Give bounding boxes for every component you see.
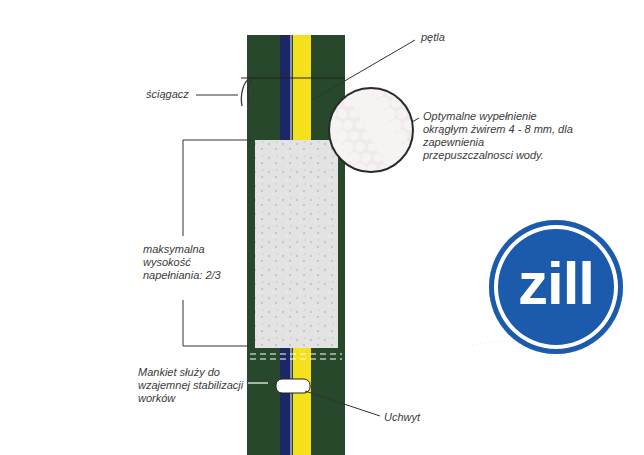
gravel-stone: [361, 153, 371, 163]
gravel-stone: [401, 162, 415, 176]
dimension-note: maksymalna wysokość napełniania: 2/3: [143, 243, 243, 282]
part-label: Uchwyt: [384, 411, 420, 424]
leader-line: [312, 40, 415, 100]
gravel-magnifier: [329, 88, 413, 172]
leader-line: [248, 382, 268, 383]
gravel-stone: [374, 154, 382, 162]
magnifier-outline: [329, 88, 413, 172]
gravel-stone: [336, 130, 348, 142]
gravel-stone: [384, 108, 396, 120]
part-label: pętla: [421, 31, 445, 44]
gravel-stone: [390, 119, 402, 131]
gravel-fill: [255, 140, 338, 348]
gravel-stone: [342, 141, 354, 153]
gravel-stone: [398, 88, 406, 96]
gravel-stone: [344, 99, 352, 107]
gravel-stone: [330, 119, 342, 131]
sandbag-body: [247, 35, 345, 455]
bracket: [183, 140, 252, 236]
gravel-stones: [322, 84, 415, 177]
stitch-line: [250, 353, 342, 354]
gravel-stone: [349, 131, 359, 141]
gravel-stone: [328, 161, 344, 177]
gravel-stone: [325, 87, 335, 97]
gravel-stone: [337, 109, 347, 119]
gravel-stone: [343, 120, 353, 130]
handle: [276, 379, 310, 393]
bracket: [183, 300, 252, 346]
gravel-stone: [378, 97, 390, 109]
gravel-stone: [355, 142, 365, 152]
gravel-stone: [396, 130, 408, 142]
gravel-stone: [397, 109, 407, 119]
note-text: Optymalne wypełnienie okrągłym żwirem 4 …: [423, 110, 573, 162]
gravel-stone: [338, 88, 346, 96]
logo-text: zill: [518, 254, 594, 320]
gravel-stone: [348, 152, 360, 164]
part-label: ściągacz: [146, 88, 189, 101]
drawstring-ends: [241, 78, 252, 106]
logo-circle: zill: [489, 220, 623, 354]
gravel-stone: [350, 110, 358, 118]
drawstring: [241, 77, 345, 78]
gravel-stone: [362, 132, 370, 140]
stitch-line: [250, 358, 342, 359]
gravel-stone: [368, 143, 376, 151]
gravel-stone: [356, 121, 364, 129]
leader-line: [305, 391, 380, 416]
leader-line: [196, 95, 238, 96]
note-text: Mankiet służy do wzajemnej stabilizacji …: [138, 366, 244, 405]
